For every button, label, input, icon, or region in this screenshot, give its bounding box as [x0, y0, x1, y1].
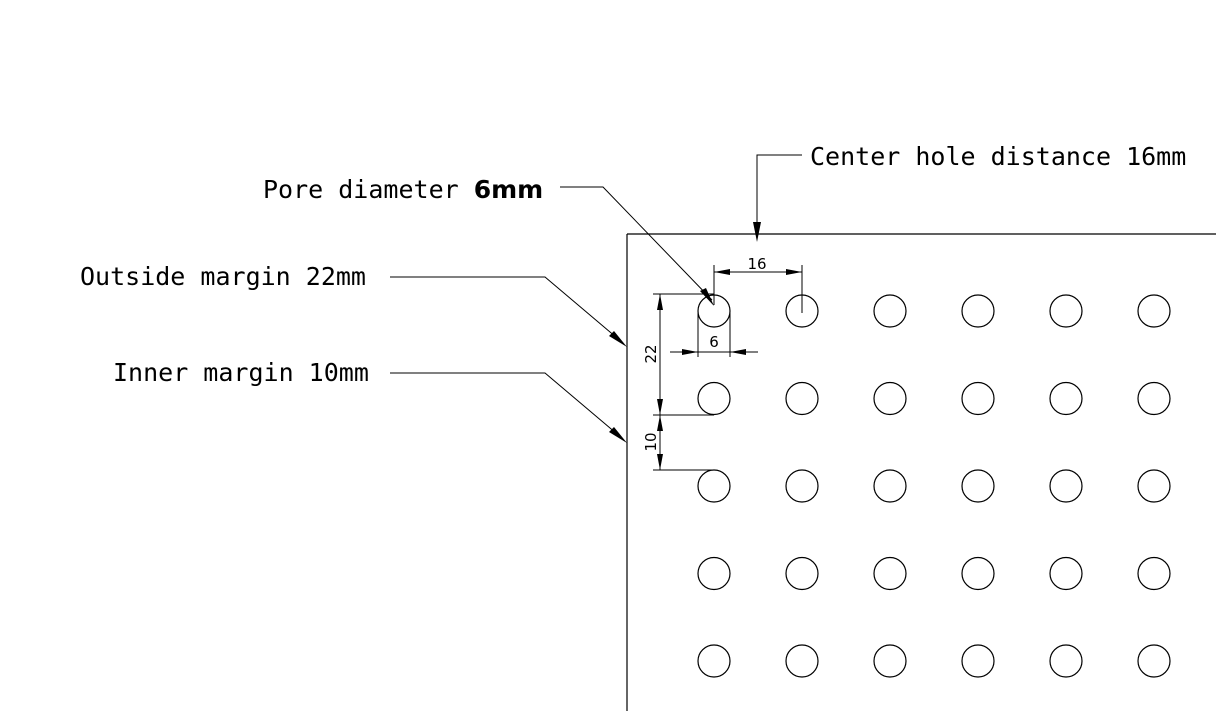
callout-pore-diameter-value: 6mm — [474, 175, 544, 204]
hole — [697, 556, 731, 591]
hole — [697, 381, 731, 416]
dimension-center-distance: 16 — [713, 255, 803, 310]
hole — [1049, 381, 1083, 416]
hole — [785, 644, 819, 678]
hole — [1137, 644, 1171, 678]
hole — [961, 556, 995, 591]
hole — [961, 294, 995, 328]
hole — [697, 469, 731, 503]
plate-outline — [626, 233, 1216, 711]
hole — [785, 381, 819, 416]
dimension-hole-diameter-label: 6 — [709, 333, 719, 351]
hole — [873, 556, 907, 591]
hole — [961, 644, 995, 678]
dimension-hole-diameter: 6 — [670, 312, 758, 357]
callout-outside-margin-text: Outside margin 22mm — [80, 262, 366, 291]
hole — [1137, 556, 1171, 591]
dimension-inner-margin: 10 — [642, 415, 714, 471]
hole-grid — [697, 294, 1171, 678]
hole — [785, 469, 819, 503]
hole — [1049, 644, 1083, 678]
callout-center-hole-distance-text: Center hole distance 16mm — [810, 142, 1186, 171]
hole — [1049, 556, 1083, 591]
callout-pore-diameter-text: Pore diameter 6mm — [263, 175, 543, 204]
hole — [873, 294, 907, 328]
hole — [873, 644, 907, 678]
hole — [873, 381, 907, 416]
hole — [961, 381, 995, 416]
callout-pore-diameter: Pore diameter 6mm — [263, 175, 714, 306]
dimension-center-distance-label: 16 — [747, 255, 766, 273]
hole — [873, 469, 907, 503]
hole — [1137, 381, 1171, 416]
hole — [961, 469, 995, 503]
hole — [697, 644, 731, 678]
callout-outside-margin: Outside margin 22mm — [80, 262, 627, 347]
hole — [785, 556, 819, 591]
callout-pore-diameter-label: Pore diameter — [263, 175, 474, 204]
callout-inner-margin: Inner margin 10mm — [113, 358, 627, 443]
callout-inner-margin-text: Inner margin 10mm — [113, 358, 369, 387]
hole — [1049, 469, 1083, 503]
hole — [1049, 294, 1083, 328]
callout-center-hole-distance: Center hole distance 16mm — [753, 142, 1186, 242]
hole — [1137, 469, 1171, 503]
hole — [1137, 294, 1171, 328]
dimension-inner-margin-label: 10 — [642, 432, 660, 451]
dimension-outside-margin-label: 22 — [642, 344, 660, 363]
